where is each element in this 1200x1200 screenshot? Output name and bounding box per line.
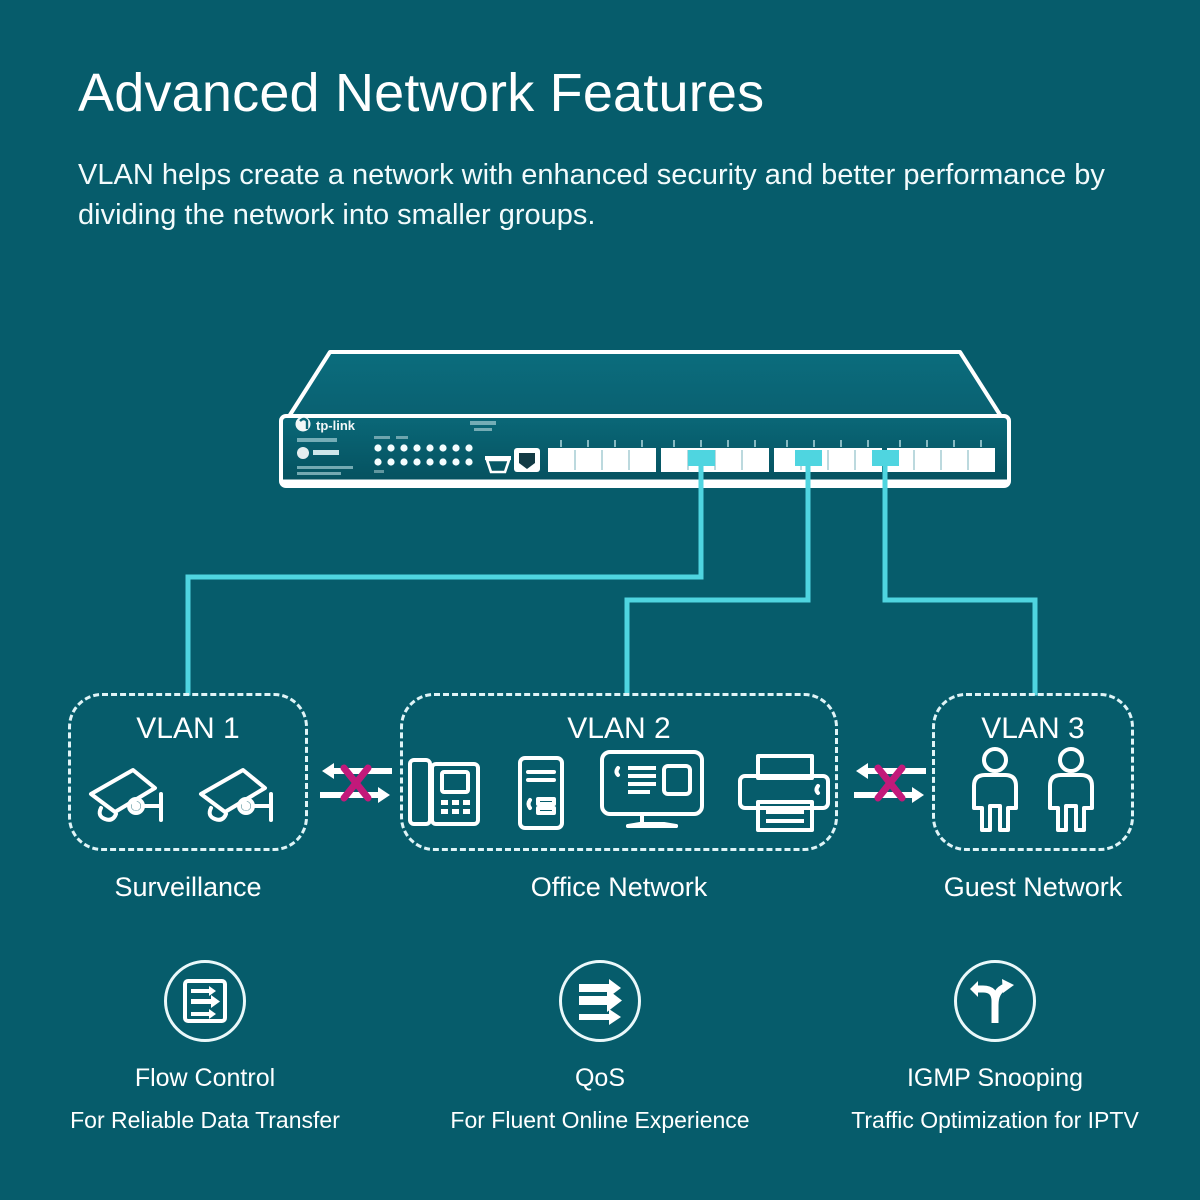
- person-icon: [1048, 747, 1094, 832]
- vlan-group-3[interactable]: VLAN 3: [932, 693, 1134, 851]
- vlan-1-title: VLAN 1: [136, 712, 240, 745]
- switch-sfp-port: [514, 448, 540, 472]
- feature-igmp-snooping: IGMP Snooping Traffic Optimization for I…: [845, 960, 1145, 1134]
- blocked-bidirectional-arrow-icon: [854, 763, 926, 803]
- desk-phone-icon: [408, 758, 480, 826]
- highlighted-port-vlan3[interactable]: [872, 450, 899, 466]
- desktop-computer-icon: [600, 750, 704, 828]
- switch-rear-label: [470, 421, 496, 431]
- qos-arrows-icon: [559, 960, 641, 1042]
- feature-flow-control-name: Flow Control: [134, 1064, 276, 1092]
- page-title: Advanced Network Features: [78, 63, 765, 123]
- switch-console-port: [485, 456, 511, 474]
- feature-flow-control: Flow Control For Reliable Data Transfer: [55, 960, 355, 1134]
- tp-link-logo: tp-link: [295, 416, 356, 433]
- security-camera-icon: [89, 768, 163, 822]
- blocked-bidirectional-arrow-icon: [320, 763, 392, 803]
- switch-top-face: [286, 350, 1004, 420]
- connector-line-vlan3: [882, 463, 1038, 696]
- flow-control-icon: [164, 960, 246, 1042]
- feature-qos-name: QoS: [574, 1064, 626, 1092]
- vlan-2-icons: [403, 746, 835, 834]
- security-camera-icon: [199, 768, 273, 822]
- highlighted-port-vlan1[interactable]: [688, 450, 715, 466]
- vlan-2-title: VLAN 2: [567, 712, 671, 745]
- vlan-3-caption: Guest Network: [943, 872, 1123, 902]
- switch-led-indicators: [374, 436, 473, 473]
- connector-line-vlan2: [624, 463, 811, 696]
- vlan-group-2[interactable]: VLAN 2: [400, 693, 838, 851]
- highlighted-port-vlan2[interactable]: [795, 450, 822, 466]
- page-subtitle: VLAN helps create a network with enhance…: [78, 159, 1105, 231]
- feature-igmp-name: IGMP Snooping: [906, 1064, 1084, 1092]
- branching-road-icon: [954, 960, 1036, 1042]
- vlan-3-title: VLAN 3: [981, 712, 1085, 745]
- vlan-1-caption: Surveillance: [114, 872, 262, 902]
- feature-qos-desc: For Fluent Online Experience: [450, 1107, 750, 1133]
- person-icon: [972, 747, 1018, 832]
- switch-power-badge: [297, 447, 339, 459]
- connector-line-vlan1: [185, 463, 704, 696]
- vlan-3-icons: [935, 746, 1131, 834]
- printer-icon: [738, 754, 830, 832]
- feature-qos: QoS For Fluent Online Experience: [450, 960, 750, 1134]
- vlan-1-icons: [71, 756, 305, 834]
- feature-flow-control-desc: For Reliable Data Transfer: [70, 1107, 340, 1133]
- switch-model-label: [297, 438, 353, 475]
- svg-text:tp-link: tp-link: [316, 418, 356, 433]
- pc-tower-icon: [518, 756, 564, 830]
- vlan-2-caption: Office Network: [530, 872, 708, 902]
- feature-igmp-desc: Traffic Optimization for IPTV: [851, 1107, 1139, 1133]
- vlan-group-1[interactable]: VLAN 1: [68, 693, 308, 851]
